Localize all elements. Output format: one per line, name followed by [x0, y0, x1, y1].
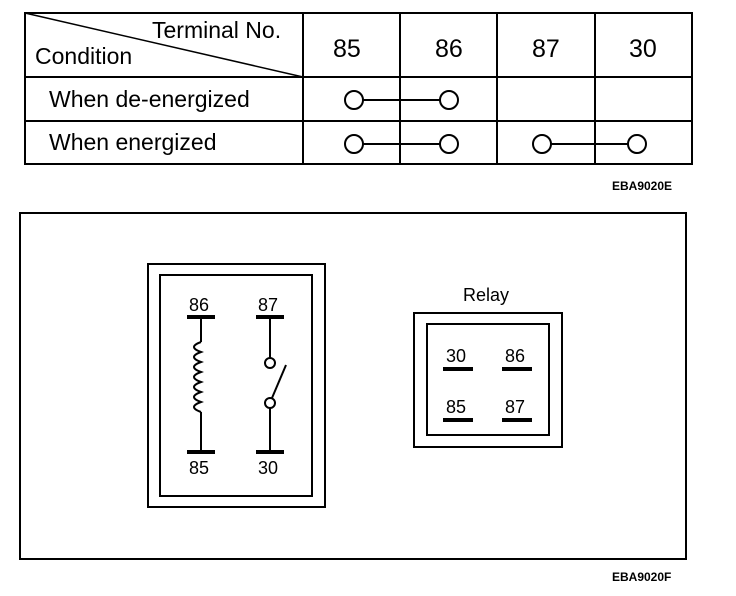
- relay-pin-label-87: 87: [505, 397, 526, 417]
- terminal-header-85: 85: [333, 35, 361, 63]
- header-diagonal: [24, 12, 304, 78]
- connection-85-86-energized: [344, 134, 459, 154]
- terminal-dot: [344, 134, 364, 154]
- terminal-dot: [627, 134, 647, 154]
- coil-branch: [187, 315, 215, 454]
- relay-pin-label-85: 85: [446, 397, 467, 417]
- diagram-panel-border: [19, 212, 687, 560]
- relay-pin-label-30: 30: [446, 346, 467, 366]
- table-grid: [24, 12, 693, 165]
- terminal-header-86: 86: [435, 35, 463, 63]
- table-figure-code: EBA9020E: [612, 179, 673, 193]
- relay-pin-frame: [413, 312, 563, 448]
- relay-title: Relay: [463, 285, 510, 305]
- switch-contact-icon: [264, 357, 276, 369]
- switch-branch: [256, 315, 287, 454]
- connection-85-86-de-energized: [344, 90, 459, 110]
- relay-pin-label-86: 86: [505, 346, 526, 366]
- switch-arm-icon: [271, 364, 287, 399]
- diagram-figure-code: EBA9020F: [612, 570, 672, 584]
- schematic-label-87: 87: [258, 295, 279, 315]
- terminal-dot: [439, 90, 459, 110]
- terminal-dot: [532, 134, 552, 154]
- connection-87-30-energized: [532, 134, 647, 154]
- terminal-dot: [439, 134, 459, 154]
- schematic-label-30: 30: [258, 458, 279, 478]
- header-terminal-label: Terminal No.: [152, 17, 282, 43]
- switch-contact-icon: [264, 397, 276, 409]
- schematic-label-85: 85: [189, 458, 210, 478]
- header-condition-label: Condition: [35, 43, 133, 69]
- coil-icon: [193, 341, 204, 413]
- table-border: [24, 12, 693, 165]
- terminal-header-30: 30: [629, 35, 657, 63]
- terminal-header-87: 87: [532, 35, 560, 63]
- row-label-energized: When energized: [49, 129, 217, 155]
- terminal-dot: [344, 90, 364, 110]
- relay-pin-bars: [443, 367, 532, 422]
- row-label-de-energized: When de-energized: [49, 86, 250, 112]
- schematic-frame: [147, 263, 326, 508]
- schematic-label-86: 86: [189, 295, 210, 315]
